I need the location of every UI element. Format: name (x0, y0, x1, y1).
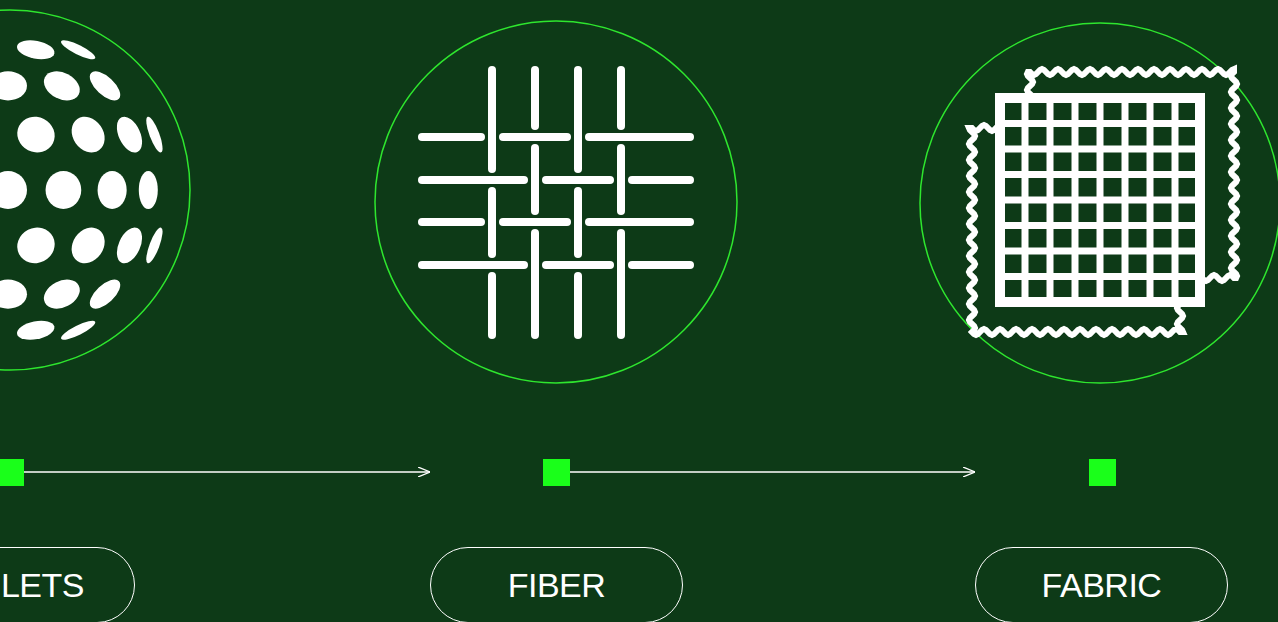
fiber-strand (574, 191, 582, 254)
fabric-grid-frame (1000, 98, 1200, 302)
fiber-strand (503, 133, 567, 141)
pellet-dot (143, 115, 166, 154)
fiber-strand (632, 176, 690, 184)
pellet-dot (143, 226, 166, 265)
pellet-dot (85, 275, 125, 314)
fiber-strand (546, 261, 610, 269)
pellet-dot (46, 171, 82, 209)
fiber-strand (422, 261, 524, 269)
stage-circle (375, 21, 737, 383)
fiber-strand (488, 70, 496, 169)
flow-arrow (557, 471, 976, 472)
stage-pill: FABRIC (975, 547, 1228, 622)
pellet-dot (39, 65, 85, 106)
pellet-dot (0, 221, 5, 269)
pellet-dot (59, 318, 97, 343)
pellet-dot (39, 274, 85, 315)
stage-label: FIBER (508, 568, 606, 602)
fabric-thread (1000, 197, 1200, 204)
pellet-dot (59, 37, 97, 62)
fiber-strand (422, 218, 481, 226)
pellet-dot (0, 171, 27, 209)
stage-label: LETS (1, 568, 84, 602)
pellet-dot (11, 221, 61, 269)
flow-arrow (10, 471, 430, 472)
fiber-strand (589, 218, 690, 226)
pellet-dot (11, 110, 61, 158)
pellet-dot (85, 66, 125, 105)
stage-circle (0, 10, 190, 370)
fiber-strand (488, 276, 496, 335)
fiber-strand (531, 233, 539, 335)
pellet-dot (65, 221, 112, 270)
fabric-thread (1172, 98, 1179, 302)
pellet-dot (15, 37, 56, 62)
stage-marker (1089, 459, 1116, 486)
stage-circle (920, 23, 1278, 383)
pellet-dot (98, 171, 127, 209)
fabric-thread (1147, 98, 1154, 302)
fiber-strand (574, 276, 582, 335)
fabric-icon (969, 69, 1237, 335)
pellet-dot (65, 110, 112, 159)
stage-pill: LETS (0, 547, 135, 622)
fiber-strand (422, 133, 481, 141)
pellet-dot (0, 110, 5, 158)
pellet-sphere (0, 37, 166, 343)
pellet-dot (0, 71, 27, 100)
fiber-strand (422, 176, 524, 184)
fabric-thread (1122, 98, 1129, 302)
fiber-strand (503, 218, 567, 226)
pellet-dot (0, 37, 1, 62)
fiber-strand (632, 261, 690, 269)
stage-marker (543, 459, 570, 486)
pellet-dot (112, 113, 147, 157)
fiber-strand (531, 148, 539, 211)
pellet-dot (0, 318, 1, 343)
fiber-strand (531, 70, 539, 126)
fiber-strand (488, 191, 496, 254)
fabric-thread (1000, 222, 1200, 229)
stage-pill: FIBER (430, 547, 683, 622)
stage-marker (0, 459, 24, 486)
fiber-strand (589, 133, 690, 141)
pellet-dot (0, 280, 27, 309)
fiber-strand (617, 233, 625, 335)
fiber-strand (574, 70, 582, 169)
pellet-dot (15, 318, 56, 343)
pellet-dot (112, 224, 147, 268)
fiber-weave (422, 70, 690, 335)
pellet-dot (139, 171, 158, 209)
fiber-strand (617, 70, 625, 126)
fabric-thread (1000, 273, 1200, 280)
fabric-thread (1000, 248, 1200, 255)
fiber-strand (546, 176, 610, 184)
fiber-strand (617, 148, 625, 211)
stage-label: FABRIC (1042, 568, 1162, 602)
